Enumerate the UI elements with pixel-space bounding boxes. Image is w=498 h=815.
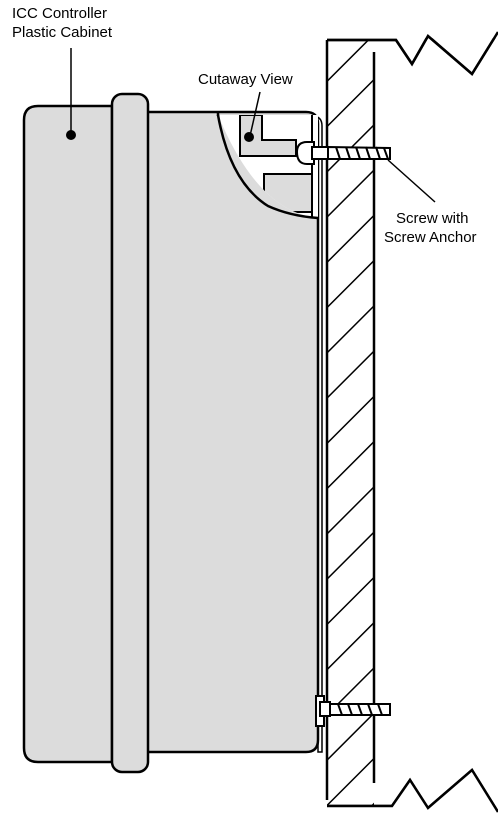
top-screw-anchor bbox=[295, 141, 391, 165]
cabinet-door bbox=[22, 104, 114, 764]
cabinet-frame bbox=[110, 92, 150, 774]
controller-cabinet bbox=[22, 92, 320, 774]
screw-label-line1: Screw with bbox=[396, 210, 469, 227]
leader-lines bbox=[66, 48, 436, 203]
screw-label-line2: Screw Anchor bbox=[384, 229, 477, 246]
cutaway-label: Cutaway View bbox=[198, 71, 293, 88]
cabinet-body bbox=[138, 110, 320, 754]
cabinet-label-line2: Plastic Cabinet bbox=[12, 24, 113, 41]
bottom-screw-anchor bbox=[315, 695, 391, 727]
wall-section bbox=[325, 0, 498, 815]
cabinet-label-line1: ICC Controller bbox=[12, 5, 107, 22]
